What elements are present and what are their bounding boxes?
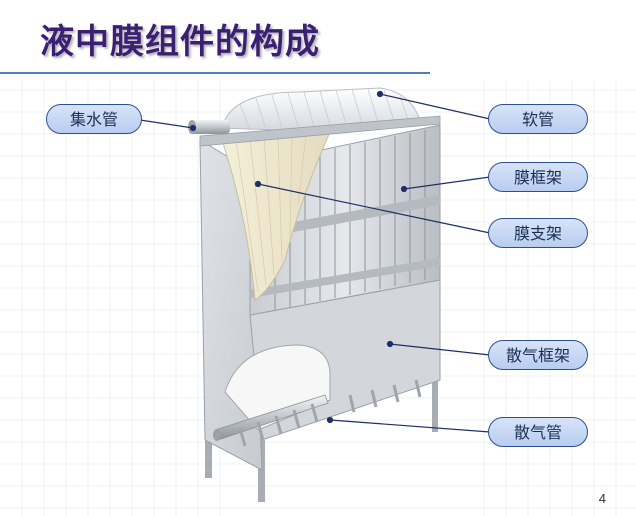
label-membrane-frame: 膜框架 [488, 162, 588, 192]
module-body [188, 87, 441, 502]
label-membrane-support: 膜支架 [488, 218, 588, 248]
label-aeration-frame: 散气框架 [488, 340, 588, 370]
leader-lines [139, 90, 491, 433]
title-underline [0, 72, 430, 74]
label-aeration-pipe: 散气管 [488, 417, 588, 447]
label-hose: 软管 [488, 104, 588, 134]
page-title: 液中膜组件的构成 [40, 22, 320, 62]
page-number: 4 [598, 491, 606, 506]
label-header-pipe: 集水管 [46, 104, 142, 134]
